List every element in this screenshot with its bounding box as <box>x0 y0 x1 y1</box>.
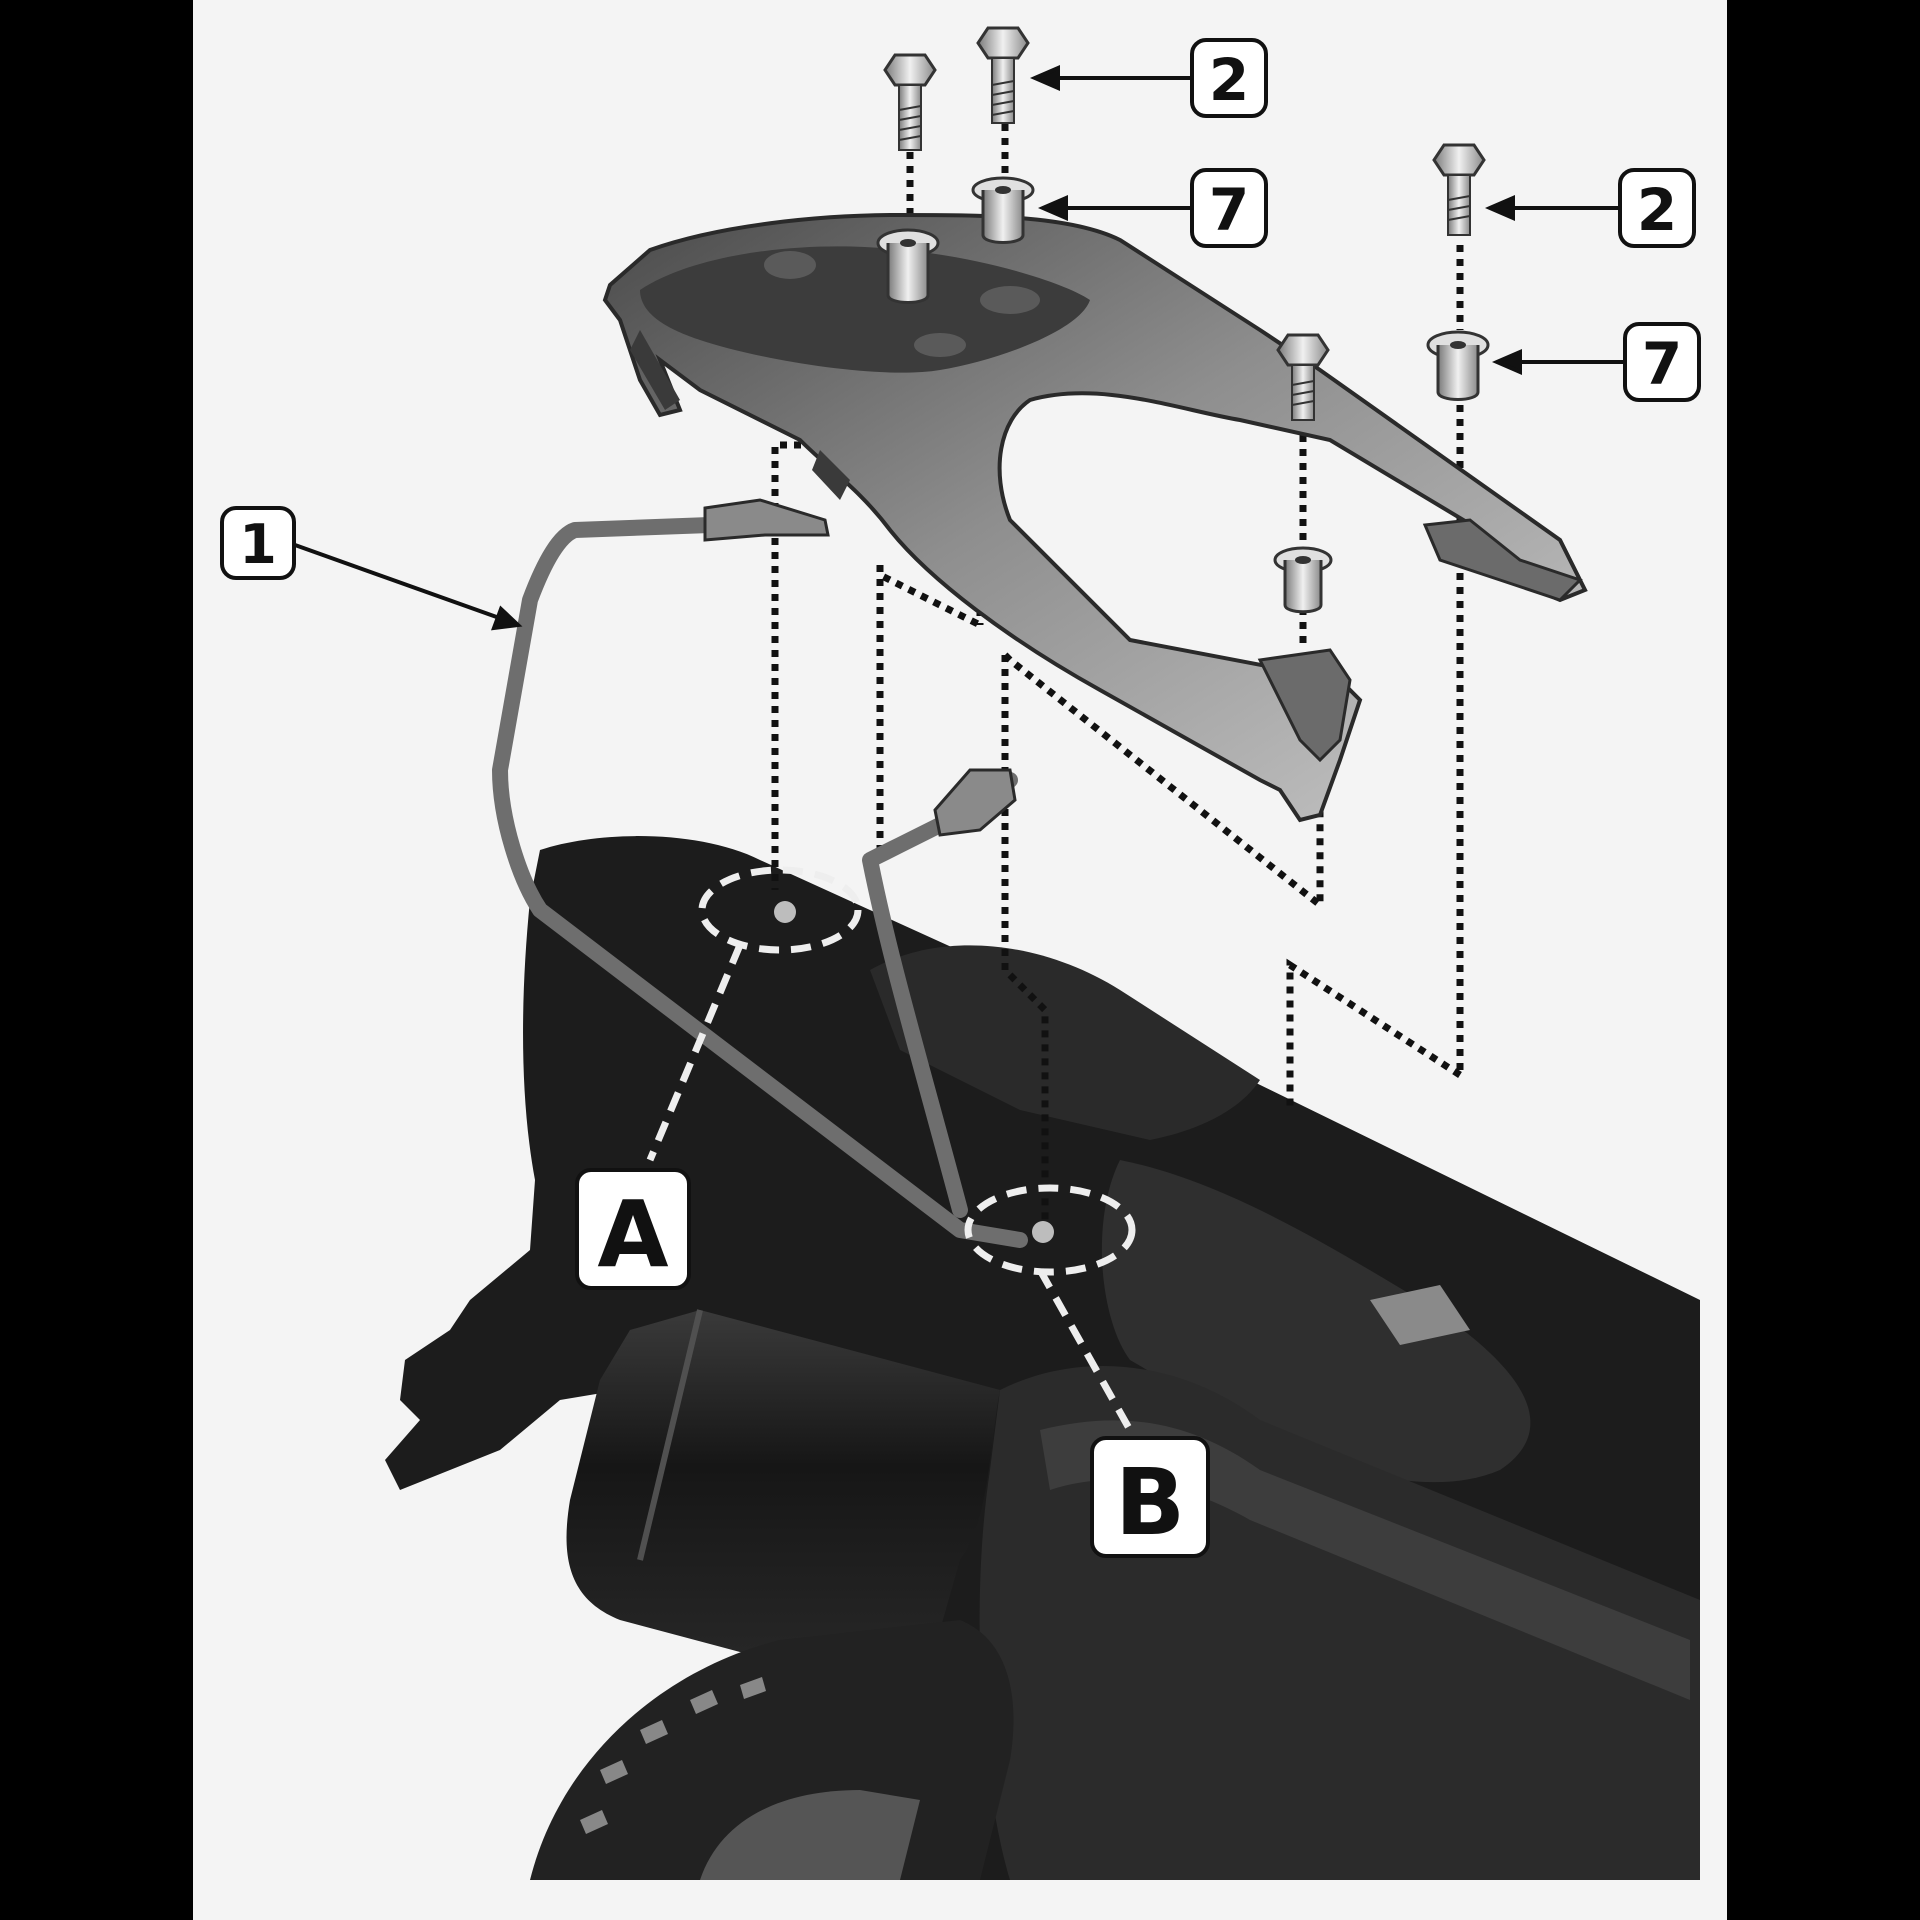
hardware <box>876 26 1490 614</box>
wheel-rim <box>700 1790 920 1880</box>
callout-label-point-b: B <box>1090 1436 1210 1558</box>
rack-foot-mid <box>812 450 850 500</box>
rack-hole <box>764 251 816 279</box>
callout-label-part-2: 2 <box>1618 168 1696 248</box>
mount-point-a-ring <box>698 866 862 954</box>
mount-hole-b <box>1032 1221 1054 1243</box>
luggage-rack-plate <box>602 212 1588 823</box>
exhaust-band <box>637 1309 703 1561</box>
callout-text: 7 <box>1642 330 1682 398</box>
bolt-icon <box>883 53 937 151</box>
callout-text: 2 <box>1637 176 1677 244</box>
seat-latch <box>1370 1285 1470 1345</box>
spacer-icon <box>876 228 940 304</box>
callout-label-part-1: 1 <box>220 506 296 580</box>
callout-text: B <box>1115 1449 1185 1556</box>
spacer-icon <box>971 176 1035 244</box>
spacer-icon <box>1273 546 1333 614</box>
frame-front-tab <box>703 498 830 542</box>
rack-bracket-right <box>1257 648 1352 763</box>
leader-a <box>646 943 744 1162</box>
bolt-icon <box>976 26 1030 124</box>
callout-arrows <box>294 64 1625 631</box>
callout-text: A <box>597 1181 668 1288</box>
mount-hole-a <box>774 901 796 923</box>
mount-point-b-ring <box>964 1184 1136 1276</box>
callout-label-point-a: A <box>575 1168 691 1290</box>
rack-foot-left <box>630 330 680 410</box>
frame-tube-outer <box>492 517 1028 1248</box>
callout-label-part-2: 2 <box>1190 38 1268 118</box>
callout-text: 7 <box>1209 176 1249 244</box>
callout-label-part-7: 7 <box>1190 168 1268 248</box>
frame-mid-tab <box>933 768 1017 837</box>
rack-bracket-far <box>1422 518 1583 602</box>
rack-hole <box>980 286 1040 314</box>
tube-frame <box>492 517 1028 1248</box>
bolt-icon <box>1276 333 1330 421</box>
callout-text: 1 <box>239 513 277 576</box>
rack-top-plate <box>640 246 1090 373</box>
callout-label-part-7: 7 <box>1623 322 1701 402</box>
callout-text: 2 <box>1209 46 1249 114</box>
rack-hole <box>914 333 966 357</box>
tyre-tread <box>580 1677 766 1834</box>
mount-point-highlights <box>646 866 1136 1432</box>
frame-tube-inner <box>862 772 1018 1218</box>
spacer-icon <box>1426 330 1490 401</box>
tail-cowl <box>870 945 1260 1140</box>
bolt-icon <box>1432 143 1486 236</box>
